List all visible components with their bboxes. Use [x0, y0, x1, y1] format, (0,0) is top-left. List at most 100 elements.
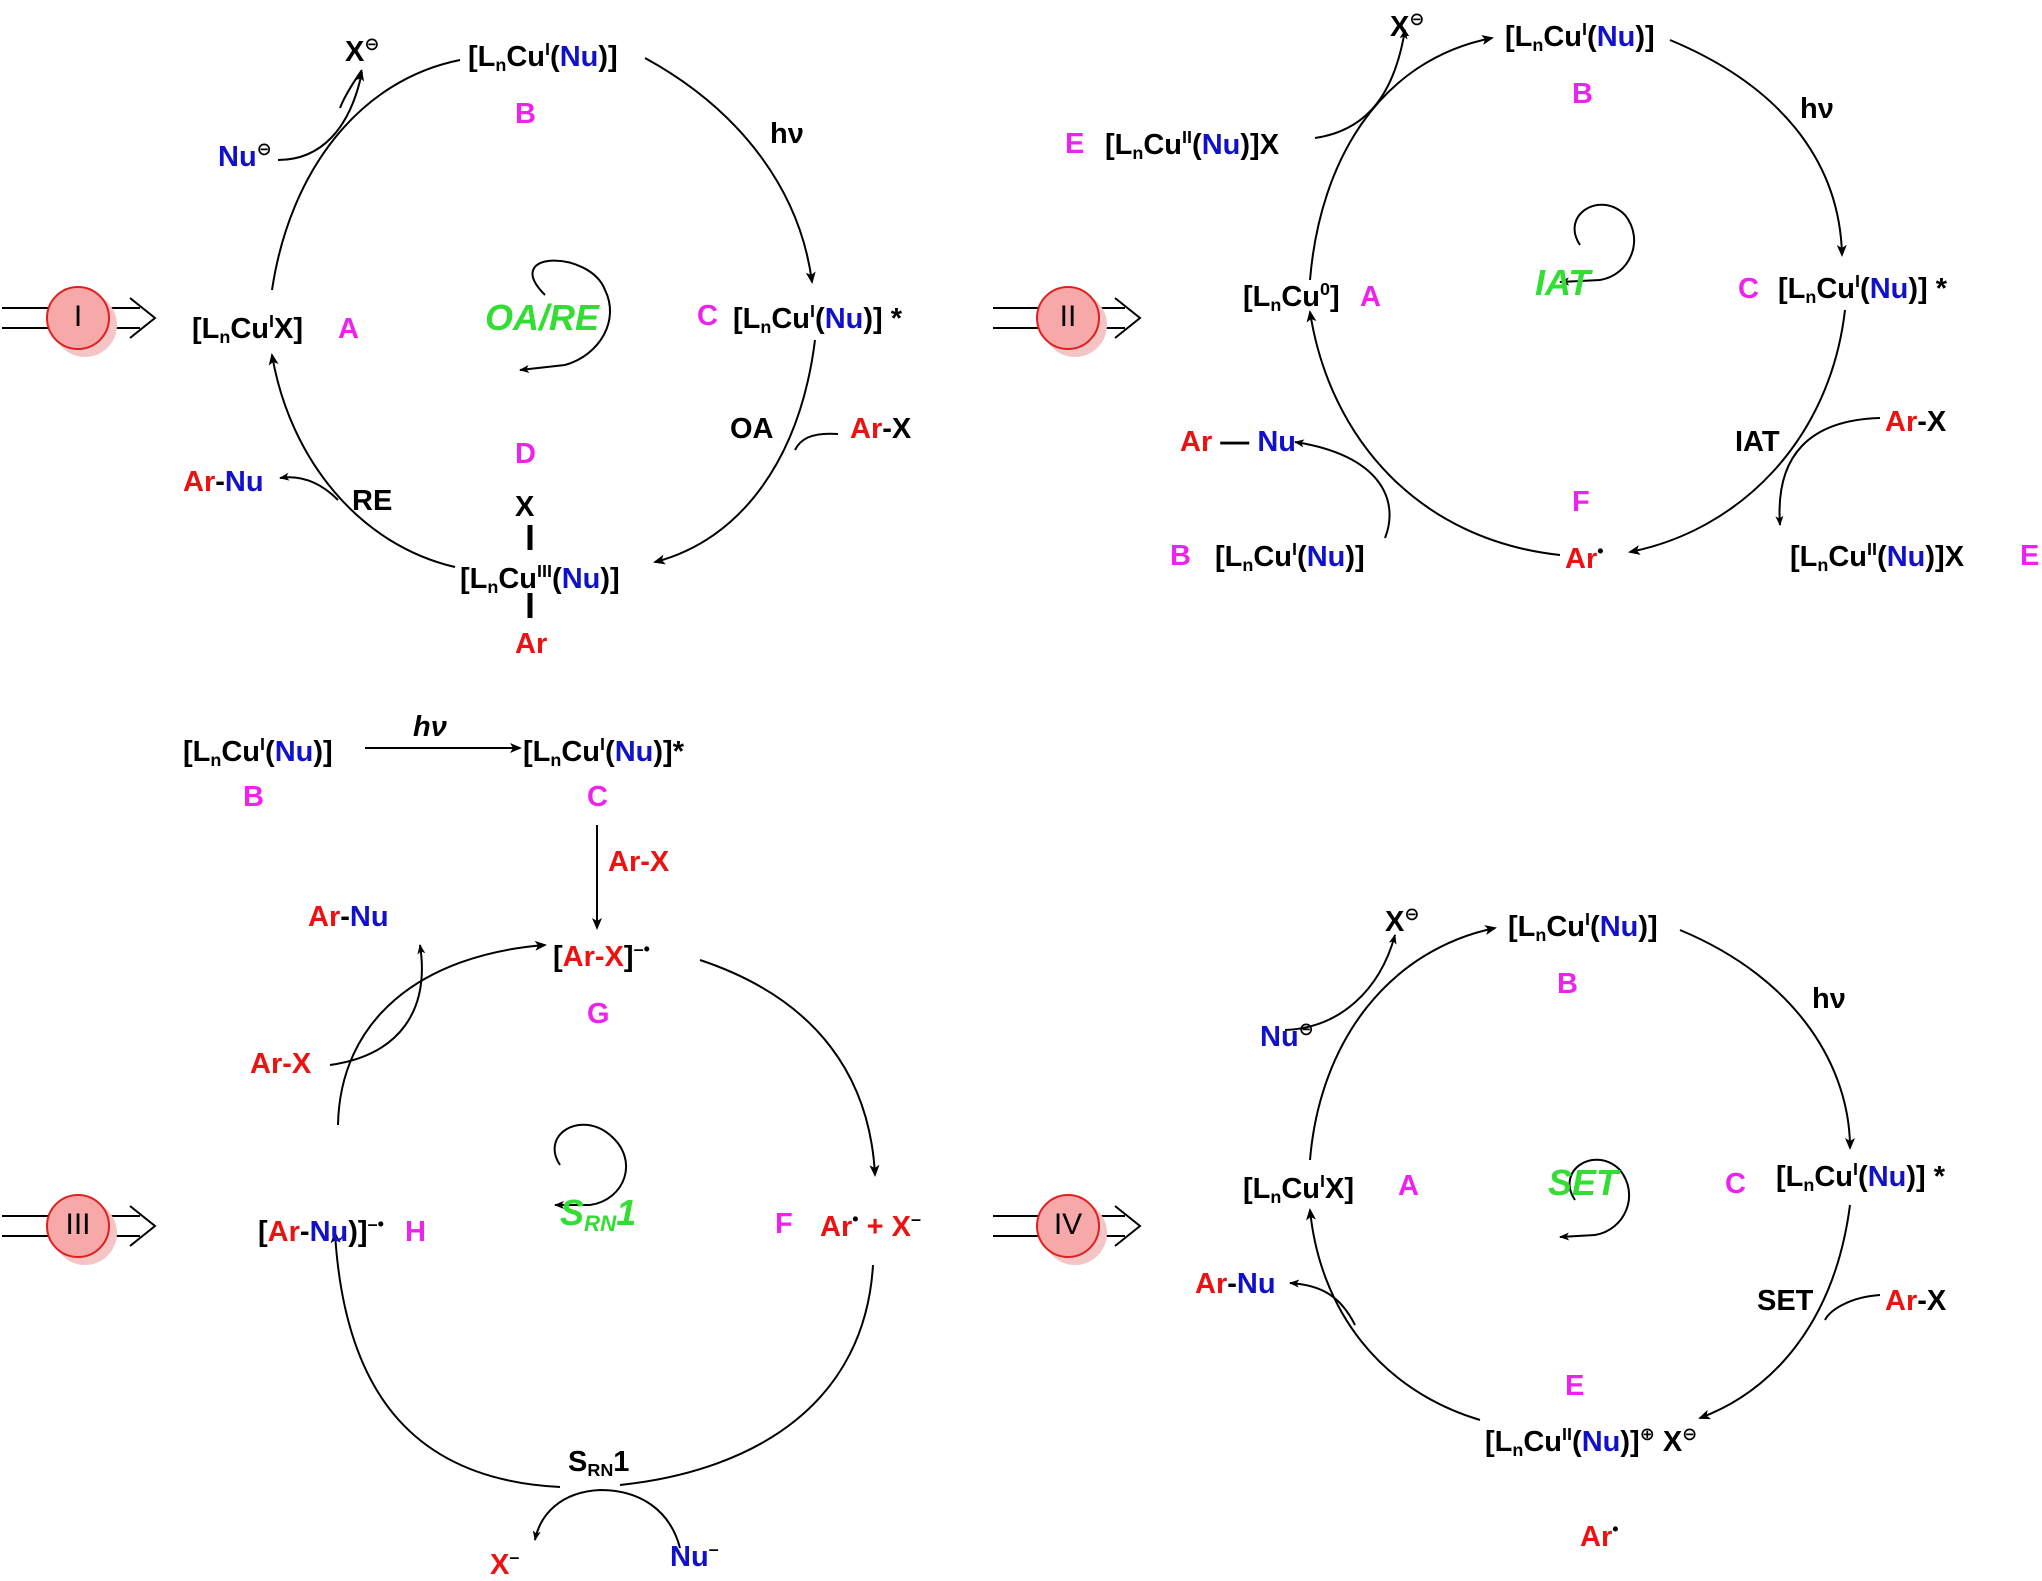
label-p4-E-complex: [LnCuII(Nu)]⊕ X⊖ — [1485, 1425, 1697, 1459]
p1-arx-in — [794, 432, 839, 451]
label-part: 1 — [616, 1192, 637, 1233]
label-part: Nu — [561, 563, 601, 596]
label-part: Nu — [670, 1541, 709, 1574]
label-part: Nu — [1596, 21, 1636, 54]
label-p1-D-Ar: Ar — [515, 630, 547, 659]
label-part: n — [550, 750, 562, 771]
label-part: n — [210, 750, 222, 771]
label-part: n — [1817, 555, 1829, 576]
label-part: I — [545, 39, 551, 59]
label-part: )] — [313, 736, 333, 769]
label-part: n — [1270, 295, 1282, 316]
label-part: [L — [733, 303, 761, 336]
label-part: [L — [1790, 541, 1818, 574]
p2-arx-in — [1775, 417, 1881, 526]
label-p3-hv: hν — [413, 713, 447, 742]
label-part: ( — [550, 41, 560, 74]
label-part: [L — [1776, 1161, 1804, 1194]
label-part: RE — [352, 485, 393, 517]
label-p3-xminus: X– — [490, 1548, 519, 1580]
label-part: Nu — [274, 736, 314, 769]
label-part: X] — [1325, 1173, 1355, 1206]
label-part: E — [1065, 128, 1085, 160]
label-p2-C-complex: [LnCuI(Nu)] * — [1778, 272, 1947, 306]
label-part: )] * — [863, 303, 903, 336]
label-part: Ar — [267, 1216, 300, 1249]
label-p2-arx: Ar-X — [1885, 408, 1946, 437]
label-part: Cu — [230, 313, 270, 346]
label-p1-A: A — [338, 315, 359, 344]
label-p2-B-complex: [LnCuI(Nu)] — [1505, 20, 1655, 54]
label-part: X — [1654, 1426, 1683, 1459]
label-part: ] — [623, 941, 634, 974]
badge-circle — [1036, 286, 1100, 350]
label-part: ( — [552, 563, 562, 596]
label-p1-D-X: X — [515, 493, 534, 522]
label-part: X — [490, 1549, 510, 1581]
label-part: ( — [1858, 1161, 1868, 1194]
label-p3-B: B — [243, 783, 264, 812]
label-p3-H-complex: [Ar-Nu)]–• — [258, 1215, 384, 1247]
label-part: Cu — [1546, 911, 1586, 944]
label-p2-C: C — [1738, 275, 1759, 304]
label-part: B — [1170, 540, 1191, 572]
label-p2-IAT: IAT — [1735, 428, 1780, 457]
label-part: [L — [1105, 129, 1133, 162]
label-part: IAT — [1535, 262, 1591, 303]
label-part: [L — [1243, 1173, 1271, 1206]
label-p1-RE: RE — [352, 487, 392, 516]
p4-arc-A-to-B — [1309, 925, 1497, 1161]
label-part: n — [760, 317, 772, 338]
label-p2-A: A — [1360, 283, 1381, 312]
label-part: RN — [587, 1460, 614, 1481]
label-part: ( — [605, 736, 615, 769]
label-part: OA — [730, 413, 774, 445]
label-p1-D-complex: [LnCuIII(Nu)] — [460, 562, 620, 596]
label-part: S — [560, 1192, 585, 1233]
label-part: Cu — [1253, 541, 1293, 574]
label-part: ( — [1860, 273, 1870, 306]
label-part: - — [1227, 1268, 1237, 1300]
label-part: Nu — [614, 736, 654, 769]
label-part: Nu — [1201, 129, 1241, 162]
label-p1-B-complex: [LnCuI(Nu)] — [468, 40, 618, 74]
p2-E-top-in — [1314, 29, 1408, 139]
label-part: Ar — [1580, 1521, 1613, 1554]
p1-x-out — [339, 69, 363, 109]
label-part: SET — [1548, 1162, 1619, 1203]
badge-b4 — [1036, 1194, 1107, 1265]
label-part: –• — [367, 1214, 384, 1234]
label-part: ( — [1877, 541, 1887, 574]
label-p3-arx-down: Ar-X — [608, 848, 669, 877]
p4-arc-E-to-A — [1306, 1208, 1481, 1421]
label-p4-numinus: Nu⊖ — [1260, 1020, 1314, 1052]
label-p2-hv: hν — [1800, 95, 1834, 124]
label-part: Nu — [218, 141, 257, 174]
label-part: I — [810, 301, 816, 321]
label-p2-F: F — [1572, 488, 1590, 517]
label-p4-mech: SET — [1548, 1165, 1618, 1201]
label-part: Ar-X — [562, 941, 624, 974]
label-part: II — [1562, 1424, 1573, 1444]
p1-mech-swirl-head — [519, 364, 566, 373]
label-part: )] * — [1908, 273, 1948, 306]
label-part: I — [269, 311, 275, 331]
label-part: )]X — [1925, 541, 1965, 574]
label-part: D — [515, 438, 536, 470]
p2-arc-B-to-C — [1669, 39, 1847, 257]
label-part: - — [299, 1216, 310, 1249]
label-part: E — [1565, 1370, 1585, 1402]
label-part: Cu — [1523, 1426, 1563, 1459]
label-part: Cu — [771, 303, 811, 336]
label-part: + — [858, 1211, 892, 1244]
label-part: Ar — [183, 466, 216, 498]
label-part: II — [1182, 127, 1193, 147]
label-part: Nu — [1306, 541, 1346, 574]
label-part: B — [1572, 78, 1593, 110]
label-p4-xminus: X⊖ — [1385, 905, 1419, 937]
label-part: [L — [1505, 21, 1533, 54]
label-part: Ar — [850, 413, 883, 445]
label-part: 0 — [1320, 279, 1331, 299]
label-part: Ar-X — [608, 846, 670, 878]
label-part: ] — [1330, 281, 1340, 314]
